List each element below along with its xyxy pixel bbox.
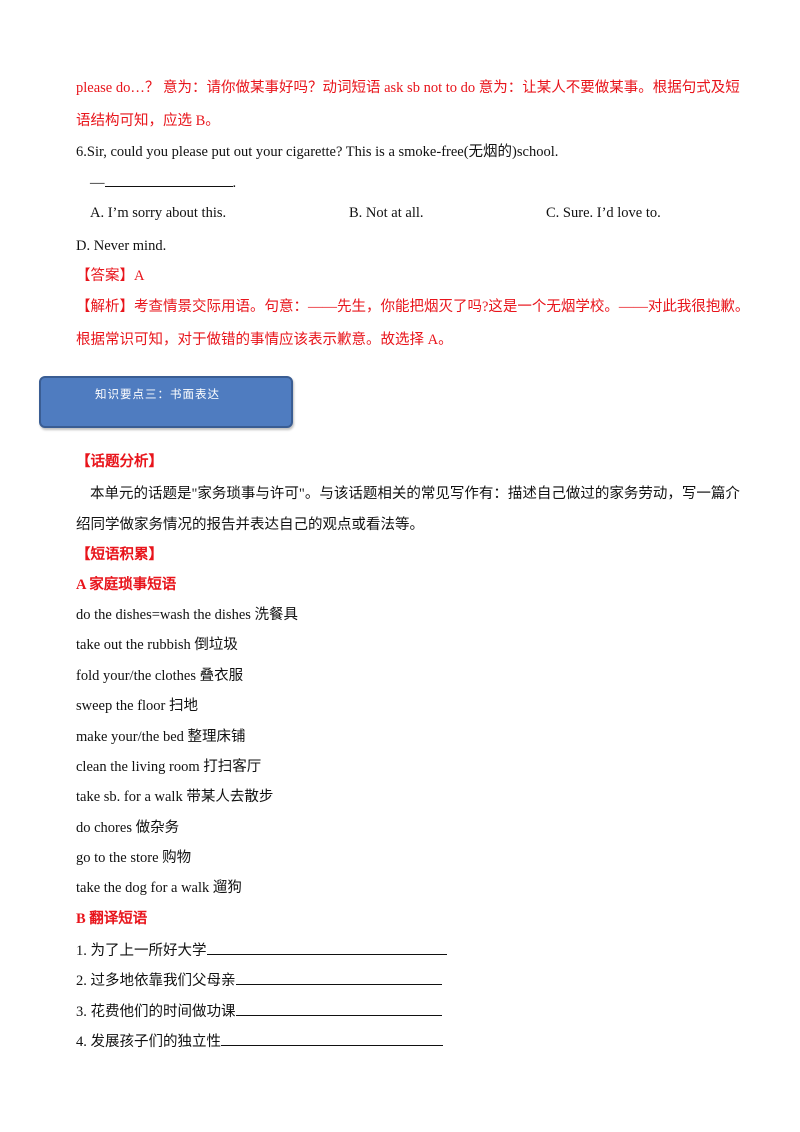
- phrase-item: make your/the bed 整理床铺: [76, 729, 246, 745]
- answer-blank: [104, 172, 233, 187]
- phrase-item: clean the living room 打扫客厅: [76, 759, 262, 775]
- translate-item-3: 3. 花费他们的时间做功课: [76, 1001, 442, 1022]
- translate-blank: [206, 940, 447, 955]
- phrase-item: sweep the floor 扫地: [76, 698, 199, 714]
- phrase-item: do the dishes=wash the dishes 洗餐具: [76, 607, 299, 623]
- option-a: A. I’m sorry about this.: [90, 205, 227, 221]
- answer-period: .: [232, 175, 237, 191]
- explanation-line-2: 根据常识可知，对于做错的事情应该表示歉意。故选择 A。: [76, 332, 453, 348]
- phrase-item: go to the store 购物: [76, 850, 192, 866]
- translate-blank: [221, 1031, 443, 1046]
- question-6-text: 6.Sir, could you please put out your cig…: [76, 144, 559, 160]
- topic-heading: 【话题分析】: [76, 454, 163, 470]
- phrases-subheading-b: B 翻译短语: [76, 911, 148, 927]
- translate-blank: [235, 970, 442, 985]
- phrase-item: do chores 做杂务: [76, 820, 180, 836]
- phrase-item: take sb. for a walk 带某人去散步: [76, 789, 274, 805]
- translate-blank: [235, 1001, 442, 1016]
- explanation-line-1: 【解析】考查情景交际用语。句意：——先生，你能把烟灭了吗?这是一个无烟学校。——…: [76, 299, 750, 315]
- topic-paragraph-line-2: 绍同学做家务情况的报告并表达自己的观点或看法等。: [76, 517, 424, 533]
- phrase-item: take out the rubbish 倒垃圾: [76, 637, 238, 653]
- option-c: C. Sure. I’d love to.: [546, 205, 661, 221]
- phrases-heading: 【短语积累】: [76, 547, 163, 563]
- question-6-answer-line: —.: [90, 172, 236, 193]
- translate-item-4: 4. 发展孩子们的独立性: [76, 1031, 443, 1052]
- answer-dash: —: [90, 175, 105, 191]
- phrase-item: fold your/the clothes 叠衣服: [76, 668, 244, 684]
- section-banner-title: 知识要点三：书面表达: [95, 387, 220, 401]
- option-b: B. Not at all.: [349, 205, 424, 221]
- section-banner: 知识要点三：书面表达: [39, 376, 293, 428]
- phrases-subheading-a: A 家庭琐事短语: [76, 577, 177, 593]
- prev-explanation-line-2: 语结构可知，应选 B。: [76, 113, 220, 129]
- topic-paragraph-line-1: 本单元的话题是"家务琐事与许可"。与该话题相关的常见写作有：描述自己做过的家务劳…: [90, 486, 740, 502]
- translate-item-2: 2. 过多地依靠我们父母亲: [76, 970, 442, 991]
- phrase-item: take the dog for a walk 遛狗: [76, 880, 242, 896]
- translate-item-1: 1. 为了上一所好大学: [76, 940, 447, 961]
- answer-label: 【答案】A: [76, 268, 145, 284]
- option-d: D. Never mind.: [76, 238, 167, 254]
- prev-explanation-line-1: please do…？ 意为：请你做某事好吗？动词短语 ask sb not t…: [76, 80, 740, 96]
